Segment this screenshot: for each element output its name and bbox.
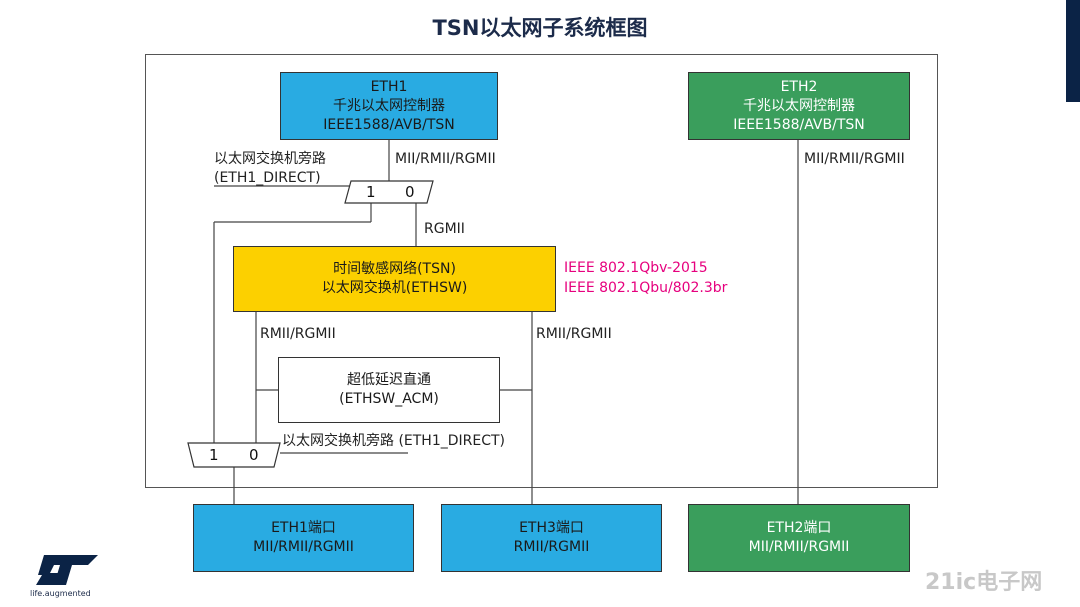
standard-qbv: IEEE 802.1Qbv-2015 (564, 260, 708, 276)
eth1-interface-label: MII/RMII/RGMII (395, 151, 496, 167)
mux-bottom-input-0: 0 (249, 446, 259, 464)
st-logo-icon (36, 555, 98, 585)
mux-top-input-1: 1 (366, 183, 376, 201)
eth3-port-title: ETH3端口 (519, 520, 584, 536)
eth2-port-interfaces: MII/RMII/RGMII (748, 539, 850, 555)
bypass-top-label-2: (ETH1_DIRECT) (214, 170, 321, 186)
eth1-port-interfaces: MII/RMII/RGMII (253, 539, 354, 555)
acm-subtitle: (ETHSW_ACM) (339, 391, 439, 407)
standard-qbu: IEEE 802.1Qbu/802.3br (564, 280, 728, 296)
eth1-subtitle: 千兆以太网控制器 (333, 97, 445, 114)
eth2-interface-label: MII/RMII/RGMII (804, 151, 905, 167)
subsystem-frame (145, 54, 938, 488)
eth1-title: ETH1 (370, 78, 408, 95)
eth2-subtitle: 千兆以太网控制器 (743, 97, 855, 114)
eth1-controller: ETH1 千兆以太网控制器 IEEE1588/AVB/TSN (280, 72, 498, 140)
bypass-bottom-label: 以太网交换机旁路 (ETH1_DIRECT) (282, 433, 506, 449)
eth2-port: ETH2端口 MII/RMII/RGMII (688, 504, 910, 572)
mux-top-input-0: 0 (405, 183, 415, 201)
watermark: 21ic电子网 (925, 570, 1043, 595)
rgmii-label: RGMII (424, 221, 465, 237)
eth2-standards: IEEE1588/AVB/TSN (733, 116, 865, 133)
eth3-port-interfaces: RMII/RGMII (513, 539, 590, 555)
tsn-subtitle: 以太网交换机(ETHSW) (321, 280, 468, 296)
eth2-controller: ETH2 千兆以太网控制器 IEEE1588/AVB/TSN (688, 72, 910, 140)
eth1-port-title: ETH1端口 (271, 520, 336, 536)
eth1-port: ETH1端口 MII/RMII/RGMII (193, 504, 414, 572)
tsn-switch: 时间敏感网络(TSN) 以太网交换机(ETHSW) (233, 246, 556, 312)
tsn-title: 时间敏感网络(TSN) (333, 261, 456, 277)
eth2-title: ETH2 (780, 78, 818, 95)
eth1-standards: IEEE1588/AVB/TSN (323, 116, 455, 133)
mux-bottom-input-1: 1 (209, 446, 219, 464)
mux-top (344, 180, 434, 204)
bypass-top-label-1: 以太网交换机旁路 (214, 151, 326, 167)
page-title: TSN以太网子系统框图 (432, 16, 648, 40)
acm-cut-through: 超低延迟直通 (ETHSW_ACM) (278, 357, 500, 423)
eth3-port: ETH3端口 RMII/RGMII (441, 504, 662, 572)
mux-bottom (187, 442, 281, 468)
eth2-port-title: ETH2端口 (766, 520, 832, 536)
switch-right-interface-label: RMII/RGMII (536, 326, 612, 342)
logo-tagline: life.augmented (30, 589, 91, 598)
acm-title: 超低延迟直通 (347, 372, 431, 388)
switch-left-interface-label: RMII/RGMII (260, 326, 336, 342)
accent-bar (1066, 0, 1080, 102)
